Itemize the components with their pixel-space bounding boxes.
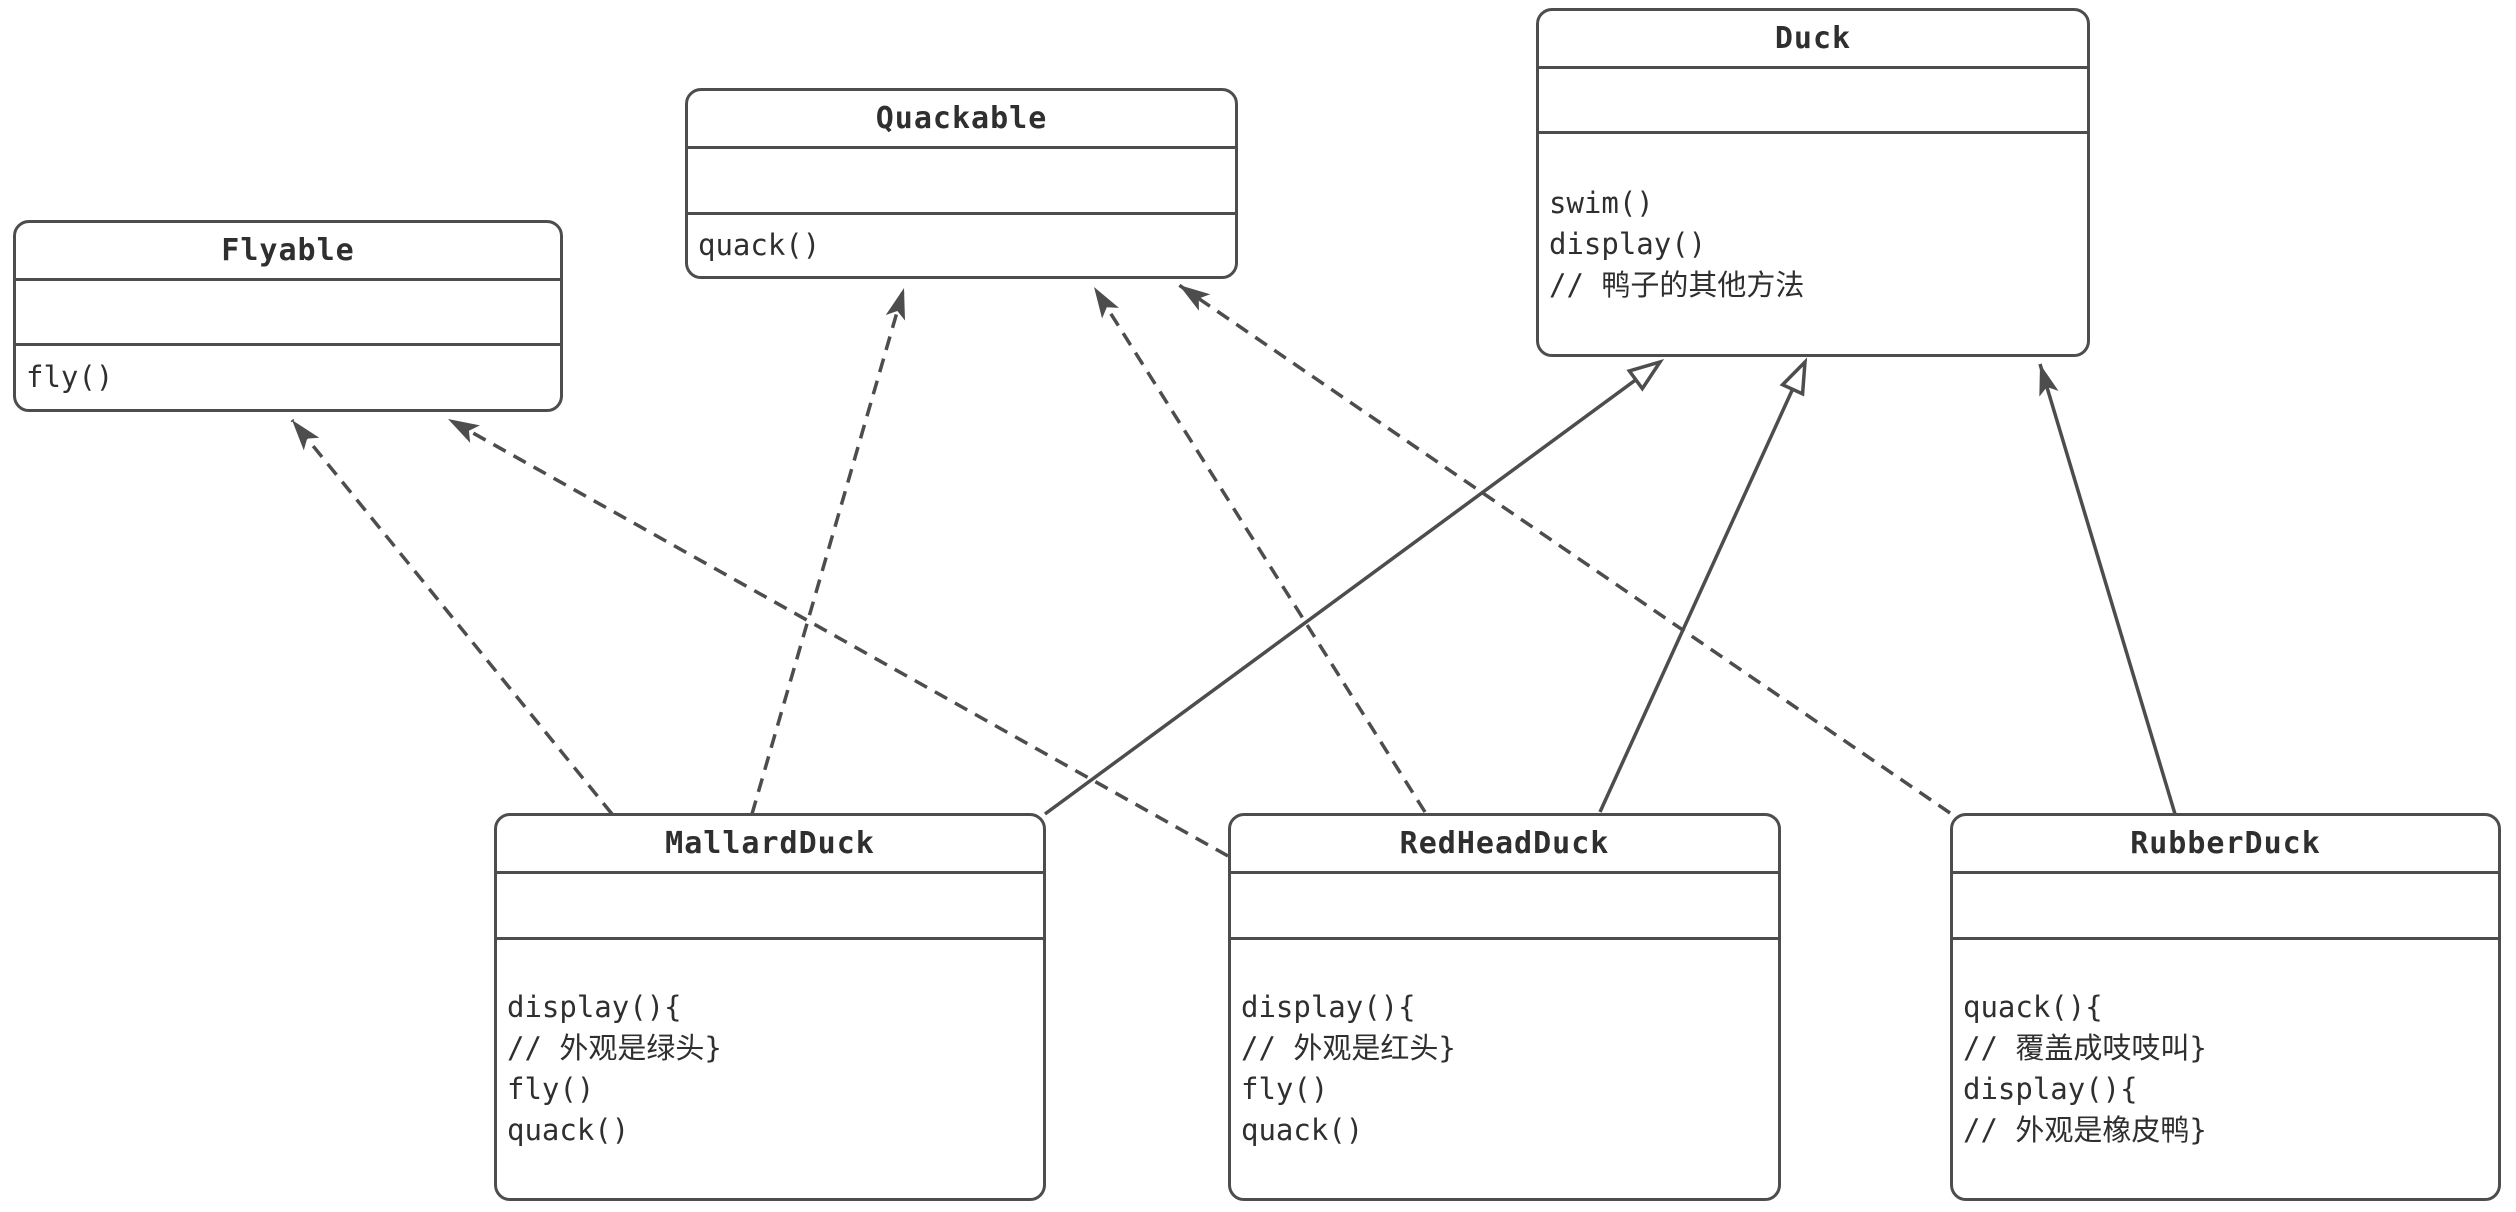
class-methods: quack(): [688, 215, 1235, 276]
method-comment-line: // 外观是橡皮鸭}: [1963, 1113, 2207, 1147]
class-quackable[interactable]: Quackable quack(): [685, 88, 1238, 279]
class-mallardduck[interactable]: MallardDuck display(){ // 外观是绿头} fly() q…: [494, 813, 1046, 1201]
edge-rubberduck-extends-duck[interactable]: [2038, 363, 2177, 815]
class-methods: fly(): [16, 346, 560, 409]
class-methods: quack(){ // 覆盖成吱吱叫} display(){ // 外观是橡皮鸭…: [1953, 940, 2498, 1198]
method-line: display(){: [1241, 990, 1416, 1024]
method-comment-line: // 外观是绿头}: [507, 1031, 722, 1065]
class-title: RubberDuck: [1953, 816, 2498, 874]
edge-redheadduck-extends-duck[interactable]: [1598, 357, 1808, 813]
class-flyable[interactable]: Flyable fly(): [13, 220, 563, 412]
edge-redheadduck-implements-flyable[interactable]: [447, 417, 1229, 858]
class-attributes-empty: [1953, 874, 2498, 940]
class-methods: display(){ // 外观是绿头} fly() quack(): [497, 940, 1043, 1198]
class-redheadduck[interactable]: RedHeadDuck display(){ // 外观是红头} fly() q…: [1228, 813, 1781, 1201]
class-title: Quackable: [688, 91, 1235, 149]
method-comment-line: // 鸭子的其他方法: [1549, 267, 1805, 302]
method-line: fly(): [26, 360, 114, 394]
method-line: quack(){: [1963, 990, 2103, 1024]
method-line: display(){: [507, 990, 682, 1024]
method-line: quack(): [1241, 1113, 1364, 1147]
class-attributes-empty: [497, 874, 1043, 940]
class-title: Flyable: [16, 223, 560, 281]
class-attributes-empty: [1539, 69, 2087, 134]
method-line: swim(): [1549, 185, 1654, 220]
edge-mallardduck-implements-quackable[interactable]: [750, 287, 906, 815]
method-line: fly(): [507, 1072, 595, 1106]
method-line: fly(): [1241, 1072, 1329, 1106]
edge-mallardduck-extends-duck[interactable]: [1043, 358, 1665, 816]
edge-mallardduck-implements-flyable[interactable]: [290, 418, 614, 816]
edge-redheadduck-implements-quackable[interactable]: [1092, 286, 1427, 813]
method-line: display(){: [1963, 1072, 2138, 1106]
class-duck[interactable]: Duck swim() display() // 鸭子的其他方法: [1536, 8, 2090, 357]
class-title: MallardDuck: [497, 816, 1043, 874]
class-title: Duck: [1539, 11, 2087, 69]
method-comment-line: // 外观是红头}: [1241, 1031, 1456, 1065]
method-line: quack(): [698, 228, 821, 262]
class-attributes-empty: [688, 149, 1235, 215]
method-comment-line: // 覆盖成吱吱叫}: [1963, 1031, 2207, 1065]
method-line: display(): [1549, 226, 1707, 261]
class-attributes-empty: [1231, 874, 1778, 940]
class-rubberduck[interactable]: RubberDuck quack(){ // 覆盖成吱吱叫} display()…: [1950, 813, 2501, 1201]
method-line: quack(): [507, 1113, 630, 1147]
class-attributes-empty: [16, 281, 560, 346]
edge-rubberduck-implements-quackable[interactable]: [1178, 283, 1951, 815]
class-methods: swim() display() // 鸭子的其他方法: [1539, 134, 2087, 354]
class-title: RedHeadDuck: [1231, 816, 1778, 874]
class-methods: display(){ // 外观是红头} fly() quack(): [1231, 940, 1778, 1198]
